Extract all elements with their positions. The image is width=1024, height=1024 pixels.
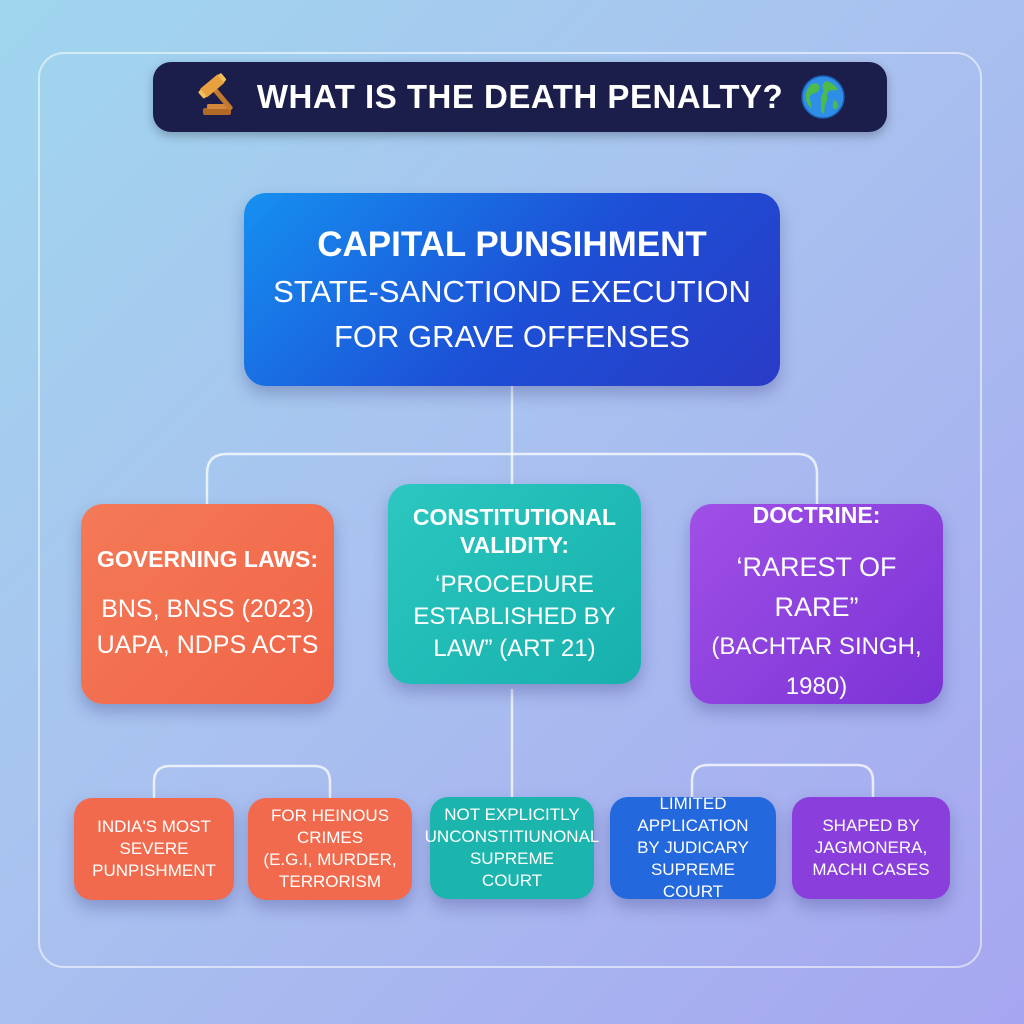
leaf-line: PUNPISHMENT xyxy=(92,861,216,880)
leaf-line: NOT EXPLICITLY xyxy=(444,805,580,824)
leaf-line: JAGMONERA, xyxy=(814,838,928,857)
branch-line: (BACHTAR SINGH, 1980) xyxy=(711,633,922,700)
leaf-line: SHAPED BY xyxy=(822,816,920,835)
root-line-2: FOR GRAVE OFFENSES xyxy=(334,318,690,354)
leaf-line: SEVERE xyxy=(119,839,189,858)
leaf-line: INDIA'S MOST xyxy=(97,817,211,836)
page-title: WHAT IS THE DEATH PENALTY? xyxy=(256,78,784,115)
root-node-capital-punishment: CAPITAL PUNSIHMENT STATE-SANCTIOND EXECU… xyxy=(244,193,780,386)
title-bar: WHAT IS THE DEATH PENALTY? xyxy=(153,62,887,132)
branch-node-governing-laws: GOVERNING LAWS: BNS, BNSS (2023) UAPA, N… xyxy=(81,504,334,704)
leaf-line: (E.G.I, MURDER, xyxy=(263,850,397,869)
leaf-line: SUPREME COURT xyxy=(650,860,736,901)
leaf-line: FOR HEINOUS CRIMES xyxy=(270,806,390,847)
branch-line: ‘RAREST OF RARE” xyxy=(736,552,897,622)
globe-icon xyxy=(801,75,845,119)
leaf-node-limited-application: LIMITED APPLICATION BY JUDICARY SUPREME … xyxy=(610,794,776,901)
branch-label: GOVERNING LAWS: xyxy=(96,546,319,572)
branch-line: ‘PROCEDURE xyxy=(435,571,594,598)
leaf-node-shaped-by-cases: SHAPED BY JAGMONERA, MACHI CASES xyxy=(792,797,950,899)
leaf-line: UNCONSTITIUNONAL xyxy=(424,827,600,846)
branch-label: DOCTRINE: xyxy=(752,502,881,528)
diagram-frame xyxy=(38,52,982,968)
branch-line: ESTABLISHED BY xyxy=(413,603,616,630)
leaf-node-most-severe-punishment: INDIA'S MOST SEVERE PUNPISHMENT xyxy=(74,798,234,900)
leaf-line: BY JUDICARY xyxy=(637,838,749,857)
leaf-line: LIMITED APPLICATION xyxy=(637,794,749,835)
branch-line: BNS, BNSS (2023) xyxy=(101,595,314,623)
branch-label-line: VALIDITY: xyxy=(459,532,570,558)
root-line-1: STATE-SANCTIOND EXECUTION xyxy=(273,273,751,309)
leaf-node-heinous-crimes: FOR HEINOUS CRIMES (E.G.I, MURDER, TERRO… xyxy=(248,798,412,900)
branch-line: LAW” (ART 21) xyxy=(433,635,596,662)
leaf-node-not-unconstitutional: NOT EXPLICITLY UNCONSTITIUNONAL SUPREME … xyxy=(425,797,599,899)
leaf-line: SUPREME COURT xyxy=(469,849,555,890)
branch-label-line: CONSTITUTIONAL xyxy=(412,504,617,530)
root-heading: CAPITAL PUNSIHMENT xyxy=(317,224,707,264)
gavel-icon xyxy=(198,73,233,115)
branch-node-doctrine: DOCTRINE: ‘RAREST OF RARE” (BACHTAR SING… xyxy=(690,502,943,704)
branch-label: CONSTITUTIONAL VALIDITY: xyxy=(413,503,616,559)
leaf-line: TERRORISM xyxy=(279,872,381,891)
branch-node-constitutional-validity: CONSTITUTIONAL VALIDITY: ‘PROCEDURE ESTA… xyxy=(388,484,641,684)
leaf-line: MACHI CASES xyxy=(812,860,930,879)
branch-line: UAPA, NDPS ACTS xyxy=(96,631,319,659)
